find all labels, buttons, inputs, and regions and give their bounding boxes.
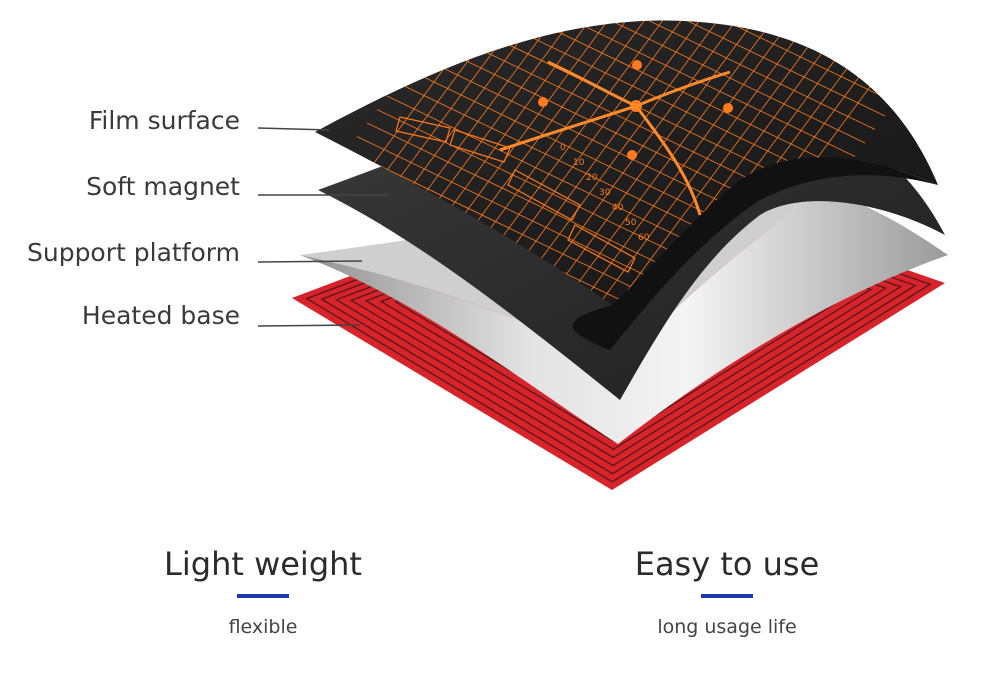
left-dot [538,97,548,107]
label-film-surface: Film surface [88,106,240,135]
grid-line [509,20,790,302]
feature-subtitle: long usage life [657,616,797,638]
grid-line [549,20,831,306]
warning-label-3 [507,169,581,221]
warning-label-4 [567,224,636,273]
grid-line [516,20,896,103]
plate-number: 30 [599,188,611,198]
feature-underline [237,594,289,598]
plate-number: 0 [560,143,566,153]
label-support-platform: Support platform [26,238,240,267]
grid-line [522,20,804,306]
right-dot [723,103,733,113]
label-heated-base: Heated base [81,301,240,330]
grid-line [563,20,844,306]
plate-number: 10 [573,158,585,168]
label-soft-magnet: Soft magnet [86,172,240,201]
plate-number: 50 [625,218,637,228]
feature-subtitle: flexible [228,616,298,638]
grid-line [576,20,858,306]
feature-title: Easy to use [634,545,820,583]
leader-support [257,260,363,263]
top-dot [632,60,642,70]
bottom-dot [627,150,637,160]
feature-underline [701,594,753,598]
leader-heated [257,324,361,327]
grid-cross [499,60,731,216]
warning-label-1 [395,116,451,143]
plate-number: 60 [638,233,650,243]
feature-title: Light weight [164,545,362,583]
plate-number: 20 [586,173,598,183]
leader-lines [257,127,390,327]
plate-number: 40 [612,203,624,213]
feature-easy-to-use: Easy to use long usage life [577,540,877,638]
feature-light-weight: Light weight flexible [113,540,413,638]
warning-label-2 [449,129,511,163]
grid-line [536,20,817,306]
leader-film [257,127,331,131]
warning-labels [395,116,636,273]
